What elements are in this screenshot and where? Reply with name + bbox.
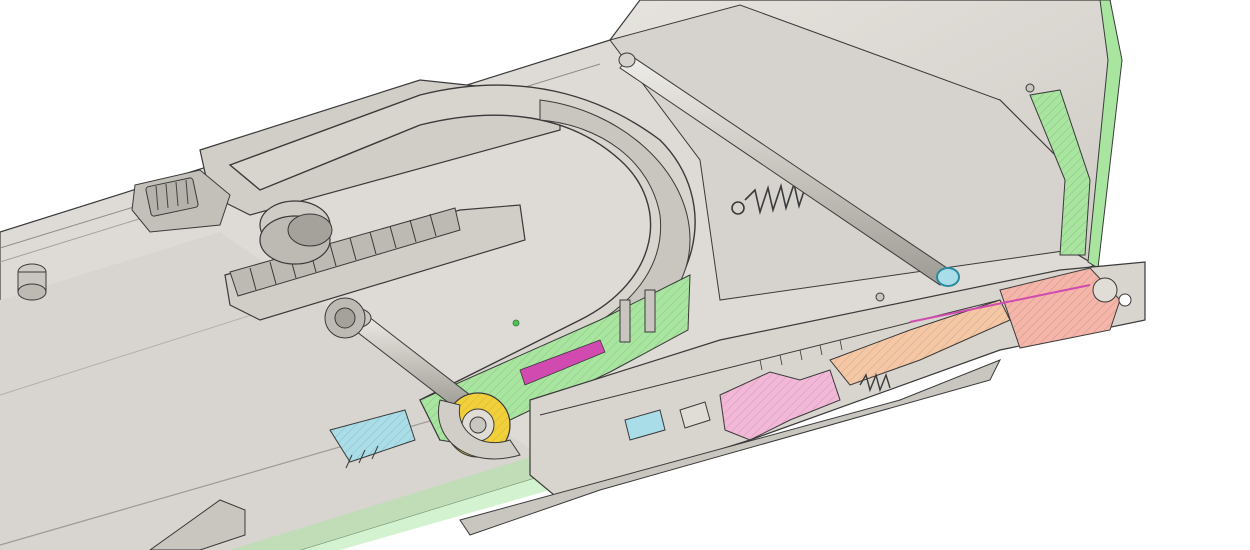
indicator-dot <box>512 319 520 327</box>
cyan-clip <box>329 409 416 469</box>
coil-spring <box>731 181 808 215</box>
latch-housing <box>459 261 1146 536</box>
bottom-rail <box>149 499 246 550</box>
roller <box>259 200 333 265</box>
upper-rod <box>618 52 960 287</box>
back-wall <box>608 0 1123 301</box>
spur-gear <box>324 297 366 339</box>
grip-pad <box>145 177 199 217</box>
mounting-post <box>17 263 47 301</box>
rack-gear <box>224 204 526 321</box>
section-gear <box>438 392 521 460</box>
